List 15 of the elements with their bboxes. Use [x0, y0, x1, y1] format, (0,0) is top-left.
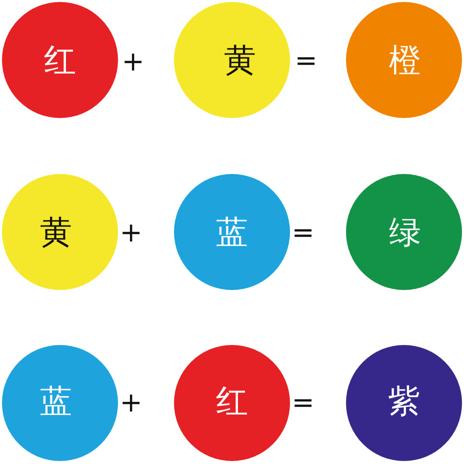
color-name: 橙	[389, 44, 421, 76]
equals-sign: =	[294, 48, 318, 74]
equals-sign: =	[292, 390, 314, 416]
color-name: 紫	[388, 385, 420, 417]
color-name: 蓝	[216, 216, 248, 248]
plus-sign: +	[122, 48, 144, 76]
color-name: 红	[44, 44, 76, 76]
equals-sign: =	[292, 220, 314, 246]
plus-sign: +	[120, 390, 142, 416]
color-name: 绿	[389, 216, 421, 248]
color-name: 蓝	[40, 385, 72, 417]
color-name: 黄	[224, 44, 256, 76]
plus-sign: +	[120, 220, 142, 246]
color-name: 黄	[40, 216, 72, 248]
color-name: 红	[216, 385, 248, 417]
